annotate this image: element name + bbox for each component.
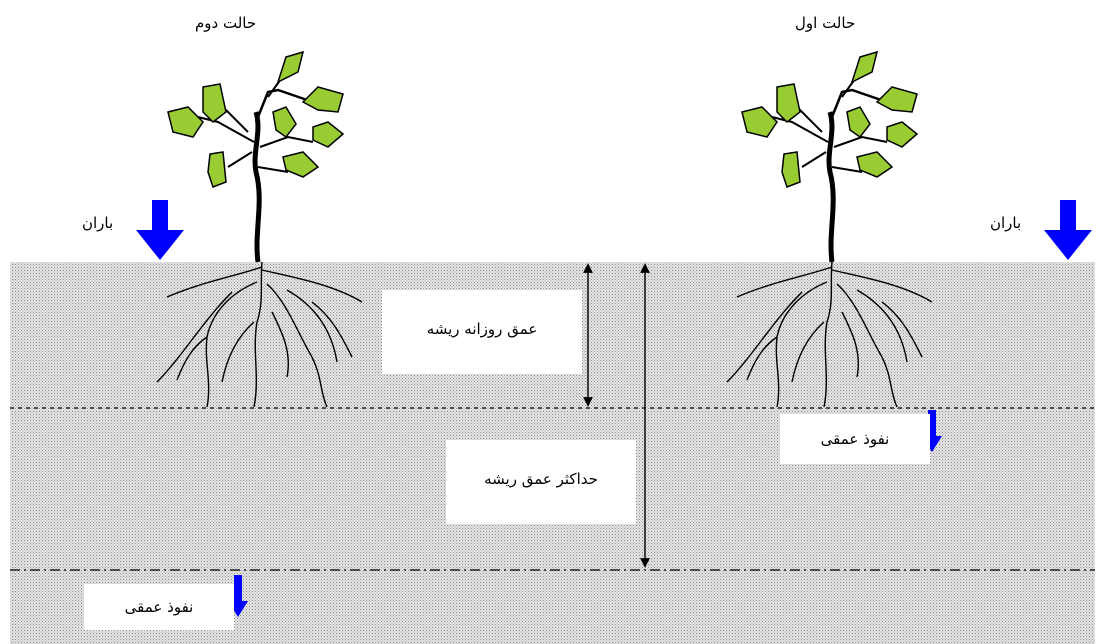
scenario-second-title: حالت دوم [195,14,257,32]
daily-depth-box [382,290,582,374]
rain-arrow-icon-right [1044,200,1092,260]
percolation-box-first [780,414,930,464]
max-depth-box [446,440,636,524]
deep-percolation-label-first: نفوذ عمقی [820,430,890,448]
percolation-box-second [84,584,234,630]
deep-percolation-label-second: نفوذ عمقی [124,598,194,616]
rain-label-right: باران [990,214,1022,232]
rain-label-left: باران [82,214,114,232]
rain-arrow-icon-left [136,200,184,260]
plant-icon-first [742,52,917,262]
max-root-depth-label: حداکثر عمق ریشه [484,470,598,488]
plant-icon-second [168,52,343,262]
scenario-first-title: حالت اول [795,14,856,32]
daily-root-depth-label: عمق روزانه ریشه [426,320,538,338]
